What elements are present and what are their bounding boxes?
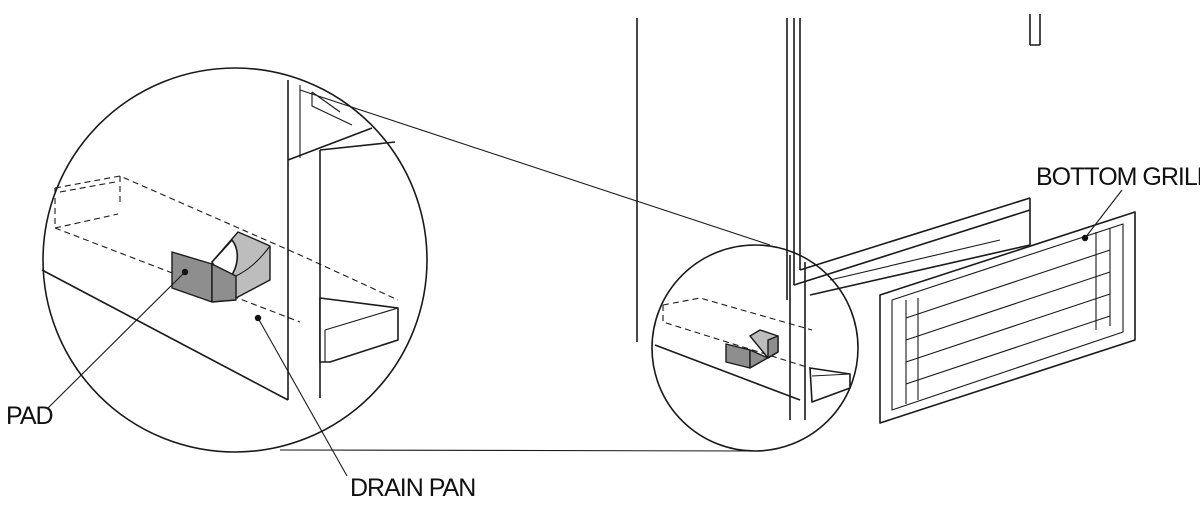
small-detail-circle	[651, 244, 859, 452]
bottom-grill-label: BOTTOM GRILL	[1036, 163, 1200, 191]
zoom-line-top	[299, 89, 771, 246]
zoom-line-bottom	[279, 449, 756, 452]
bottom-grill-leader	[1081, 189, 1123, 242]
pad-label: PAD	[6, 402, 53, 430]
drain-pan-leader	[254, 314, 348, 477]
drain-pan-label: DRAIN PAN	[350, 474, 475, 502]
bottom-grill	[879, 211, 1136, 424]
large-detail-circle	[41, 67, 428, 453]
pad-leader	[47, 268, 189, 409]
cabinet	[636, 14, 1041, 342]
